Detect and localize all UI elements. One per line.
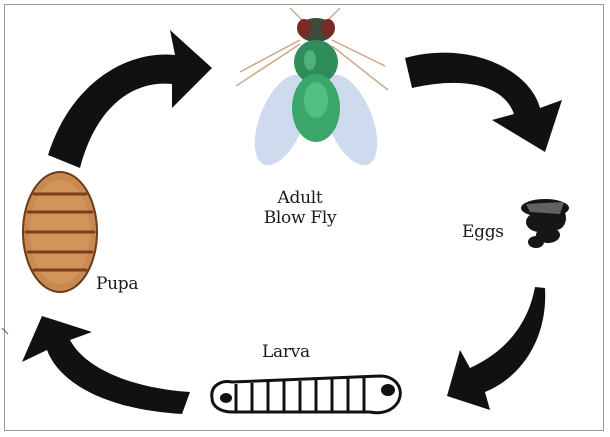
- leader-mark: [2, 328, 8, 334]
- arrow-larva-to-pupa: [22, 316, 190, 414]
- adult-blow-fly-label: Adult Blow Fly: [255, 188, 345, 228]
- maggot-icon: [212, 376, 401, 413]
- eggs-label: Eggs: [462, 222, 504, 242]
- egg-cluster-icon: [521, 199, 569, 248]
- arrow-adult-to-eggs: [405, 53, 562, 152]
- pupa-label: Pupa: [96, 274, 138, 294]
- adult-label-line2: Blow Fly: [255, 208, 345, 228]
- arrow-eggs-to-larva: [447, 287, 545, 410]
- pupa-case-icon: [23, 172, 97, 292]
- blow-fly-icon: [236, 8, 388, 173]
- adult-label-line1: Adult: [255, 188, 345, 208]
- larva-label: Larva: [262, 342, 310, 362]
- arrow-pupa-to-adult: [48, 30, 212, 168]
